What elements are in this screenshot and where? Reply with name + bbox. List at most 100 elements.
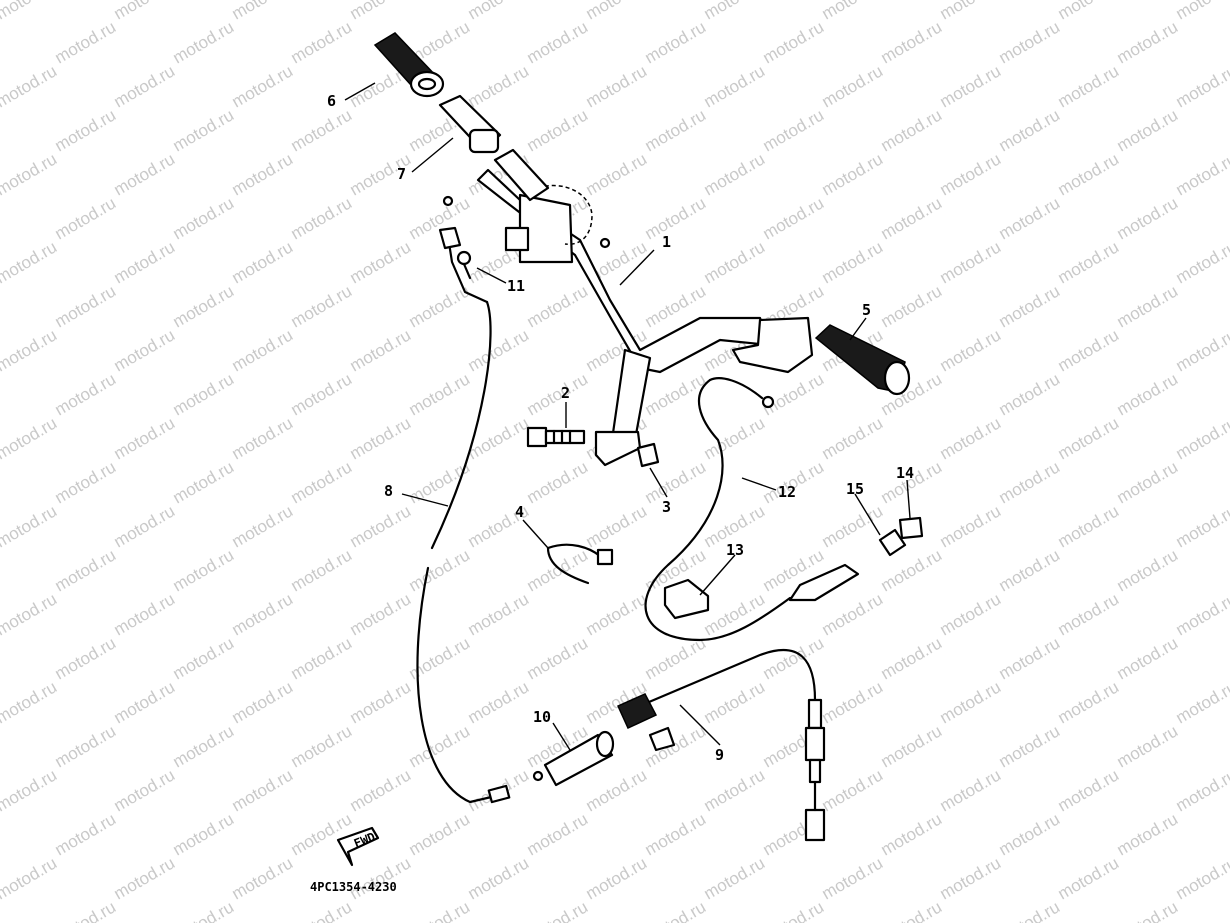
watermark-text: motod.ru [288,105,356,155]
watermark-text: motod.ru [111,589,179,639]
watermark-text: motod.ru [642,17,710,67]
watermark-text: motod.ru [347,237,415,287]
watermark-text: motod.ru [52,545,120,595]
watermark-text: motod.ru [52,105,120,155]
watermark-text: motod.ru [170,193,238,243]
watermark-text: motod.ru [347,589,415,639]
watermark-text: motod.ru [760,633,828,683]
watermark-text: motod.ru [819,677,887,727]
watermark-text: motod.ru [819,765,887,815]
watermark-text: motod.ru [524,457,592,507]
watermark-text: motod.ru [996,809,1064,859]
callout-6: 6 [327,92,336,110]
watermark-text: motod.ru [1173,0,1230,23]
watermark-text: motod.ru [1173,149,1230,199]
watermark-text: motod.ru [524,897,592,923]
watermark-text: motod.ru [229,61,297,111]
adjuster [878,516,924,557]
watermark-text: motod.ru [583,0,651,23]
watermark-text: motod.ru [819,501,887,551]
watermark-text: motod.ru [288,633,356,683]
watermark-text: motod.ru [583,589,651,639]
watermark-text: motod.ru [0,501,60,551]
watermark-text: motod.ru [1055,0,1123,23]
watermark-text: motod.ru [1114,545,1182,595]
watermark-text: motod.ru [288,721,356,771]
cable-grip [532,730,615,787]
watermark-text: motod.ru [701,0,769,23]
watermark-text: motod.ru [347,853,415,903]
watermark-text: motod.ru [0,61,60,111]
watermark-text: motod.ru [1055,325,1123,375]
handlebar [476,168,772,467]
watermark-text: motod.ru [937,61,1005,111]
callout-9: 9 [715,746,724,764]
watermark-text: motod.ru [1114,105,1182,155]
watermark-text: motod.ru [642,193,710,243]
watermark-text: motod.ru [288,17,356,67]
watermark-text: motod.ru [52,193,120,243]
watermark-text: motod.ru [0,149,60,199]
watermark-text: motod.ru [52,17,120,67]
watermark-text: motod.ru [1114,369,1182,419]
watermark-text: motod.ru [288,369,356,419]
watermark-text: motod.ru [1173,61,1230,111]
watermark-text: motod.ru [229,149,297,199]
screw [456,250,472,280]
watermark-text: motod.ru [819,0,887,23]
watermark-text: motod.ru [1173,853,1230,903]
watermark-text: motod.ru [701,61,769,111]
watermark-text: motod.ru [937,413,1005,463]
watermark-text: motod.ru [0,325,60,375]
watermark-text: motod.ru [0,589,60,639]
watermark-text: motod.ru [288,897,356,923]
watermark-text: motod.ru [760,193,828,243]
callout-7: 7 [397,165,406,183]
watermark-text: motod.ru [52,457,120,507]
watermark-text: motod.ru [111,149,179,199]
watermark-text: motod.ru [1114,281,1182,331]
watermark-text: motod.ru [111,501,179,551]
watermark-text: motod.ru [111,237,179,287]
watermark-text: motod.ru [1055,413,1123,463]
watermark-text: motod.ru [0,853,60,903]
left-grip [373,32,445,98]
watermark-text: motod.ru [878,633,946,683]
watermark-text: motod.ru [52,809,120,859]
callouts: 1 2 3 4 5 6 7 8 9 10 11 12 13 14 15 [327,92,914,764]
watermark-text: motod.ru [642,809,710,859]
watermark-text: motod.ru [937,149,1005,199]
cable-clamp [663,578,710,620]
watermark-text: motod.ru [1055,853,1123,903]
watermark-text: motod.ru [1173,237,1230,287]
watermark-text: motod.ru [347,677,415,727]
watermark-text: motod.ru [524,17,592,67]
watermark-text: motod.ru [229,0,297,23]
watermark-text: motod.ru [111,677,179,727]
watermark-text: motod.ru [1055,501,1123,551]
callout-4: 4 [515,503,524,521]
watermark-text: motod.ru [819,61,887,111]
watermark-text: motod.ru [229,501,297,551]
watermark-text: motod.ru [0,0,60,23]
watermark-text: motod.ru [583,501,651,551]
watermark-text: motod.ru [347,413,415,463]
watermark-text: motod.ru [0,17,1,67]
watermark-text: motod.ru [0,193,1,243]
bolt [526,426,586,448]
watermark-text: motod.ru [701,149,769,199]
watermark-text: motod.ru [937,0,1005,23]
watermark-text: motod.ru [406,369,474,419]
watermark-text: motod.ru [170,545,238,595]
watermark-text: motod.ru [288,457,356,507]
watermark-text: motod.ru [701,413,769,463]
watermark-text: motod.ru [1173,589,1230,639]
watermark-text: motod.ru [406,721,474,771]
watermark-text: motod.ru [229,325,297,375]
watermark-text: motod.ru [583,765,651,815]
callout-12: 12 [778,483,796,501]
watermark-text: motod.ru [642,105,710,155]
watermark-text: motod.ru [170,105,238,155]
watermark-text: motod.ru [229,765,297,815]
